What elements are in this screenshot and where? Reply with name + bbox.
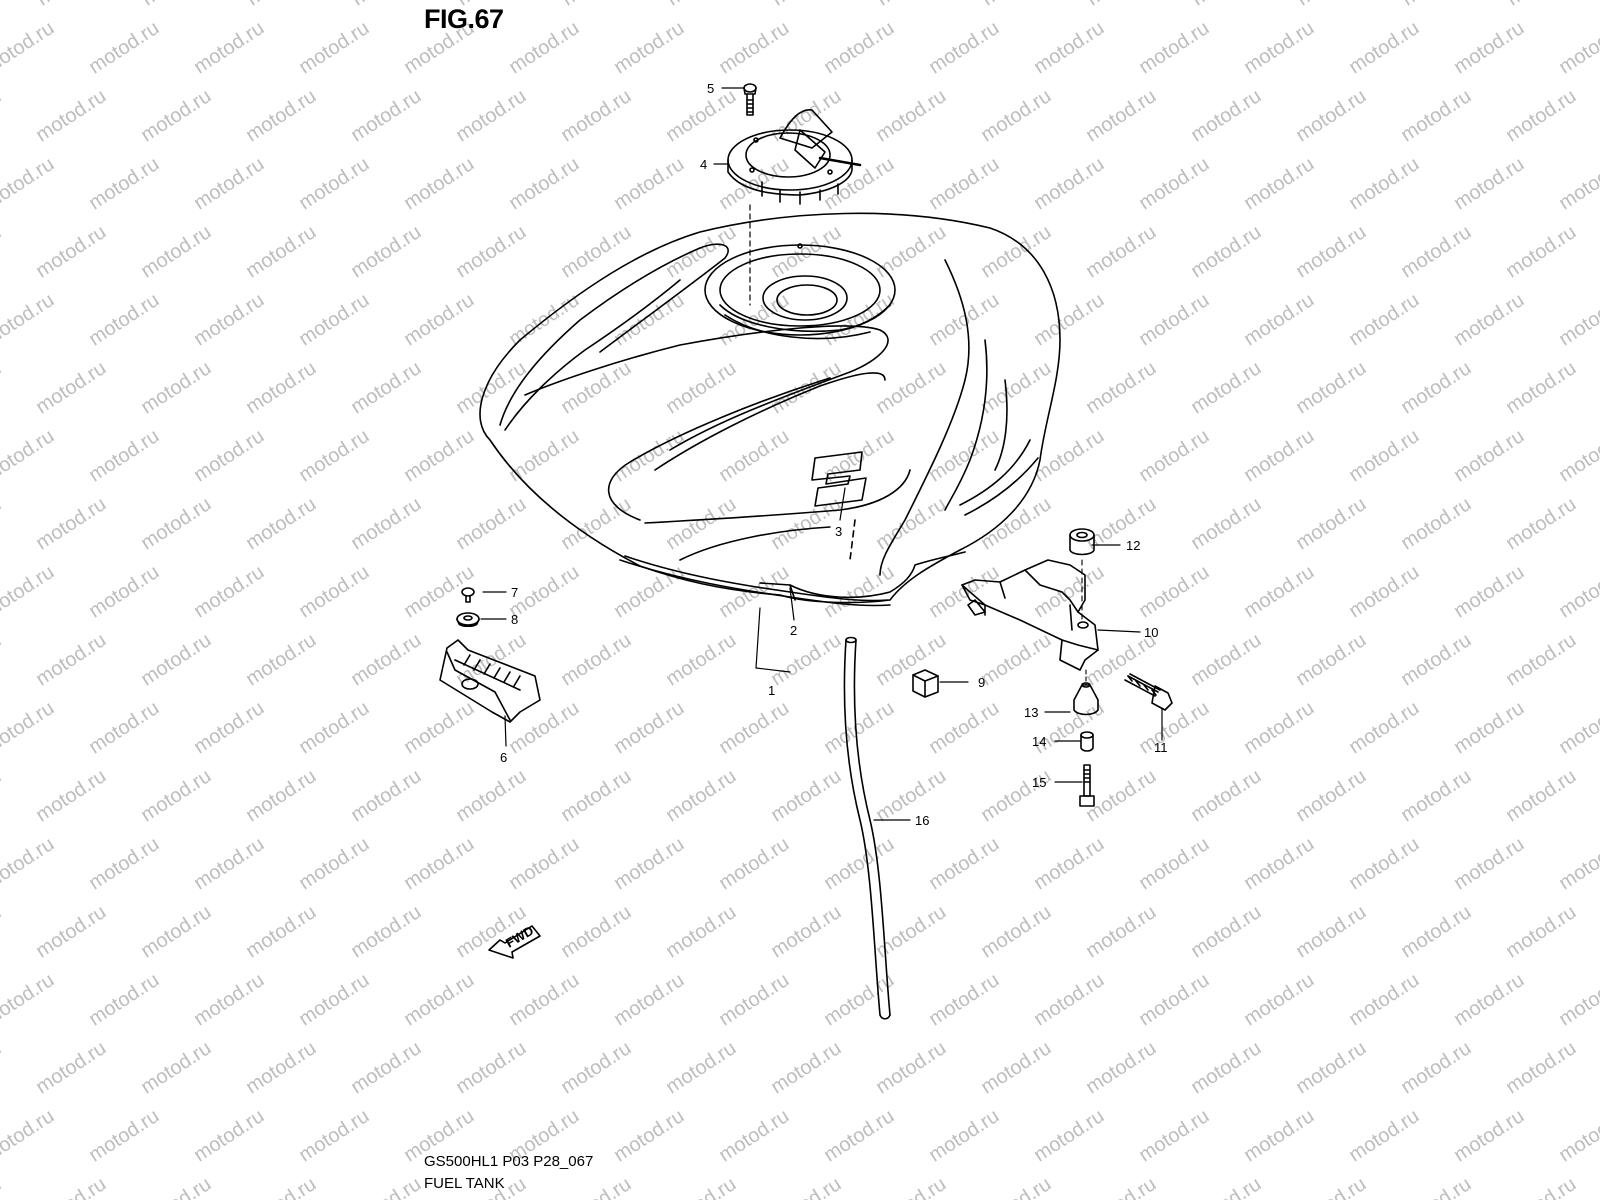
- fuel-tank: [479, 204, 1061, 607]
- callout-3: 3: [835, 524, 842, 539]
- bolt-15: [1079, 764, 1095, 807]
- tank-emblem: [811, 451, 867, 507]
- callout-9: 9: [978, 675, 985, 690]
- callout-13: 13: [1024, 705, 1038, 720]
- rear-cushion: [439, 639, 541, 723]
- callout-14: 14: [1032, 734, 1046, 749]
- callout-11: 11: [1154, 740, 1168, 755]
- callout-6: 6: [500, 750, 507, 765]
- cushion-12: [1069, 528, 1095, 621]
- fwd-arrow-icon: [488, 925, 541, 959]
- callout-15: 15: [1032, 775, 1046, 790]
- callout-7: 7: [511, 585, 518, 600]
- tank-bracket: [961, 559, 1099, 671]
- callout-2: 2: [790, 623, 797, 638]
- bracket-bolt: [1124, 673, 1173, 711]
- figure-title: FIG.67: [424, 4, 504, 34]
- drain-hose: [843, 636, 891, 1020]
- callout-16: 16: [915, 813, 929, 828]
- figure-code: GS500HL1 P03 P28_067: [424, 1153, 594, 1170]
- cushion-9: [912, 669, 939, 698]
- leader-lines: [480, 87, 1163, 821]
- fuel-cap: [727, 109, 862, 205]
- cap-screw: [743, 83, 757, 116]
- figure-name: FUEL TANK: [424, 1175, 505, 1192]
- cushion-13: [1073, 669, 1099, 716]
- callout-10: 10: [1144, 625, 1158, 640]
- callout-4: 4: [700, 157, 707, 172]
- collar-14: [1080, 731, 1094, 752]
- callout-8: 8: [511, 612, 518, 627]
- screw-7: [461, 587, 475, 603]
- callout-12: 12: [1126, 538, 1140, 553]
- callouts: 1 2 3 4 5 6 7 8 9 10 11 12 13 14 15 16: [500, 81, 1168, 828]
- washer-8: [456, 612, 480, 628]
- callout-1: 1: [768, 683, 775, 698]
- callout-5: 5: [707, 81, 714, 96]
